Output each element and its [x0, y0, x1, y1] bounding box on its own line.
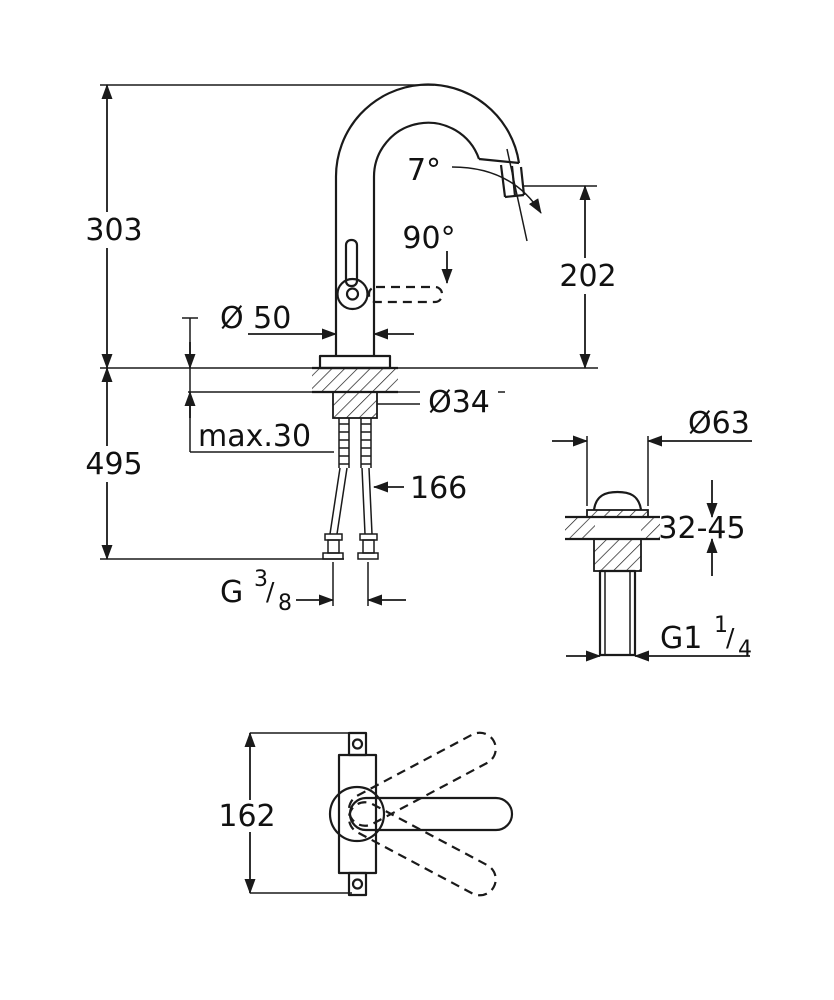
lever-solid: [348, 796, 514, 832]
g114-denominator: 4: [738, 637, 752, 662]
dimension-labels: 303 495 202 7° 90° Ø 50 Ø34 max.30 166 G…: [85, 153, 752, 834]
dia-34-label: Ø34: [428, 385, 490, 420]
hose-connector-left: [322, 533, 344, 560]
g38-prefix: G: [220, 575, 243, 610]
dim-max30-line: [182, 317, 198, 452]
g114-slash: /: [726, 623, 735, 652]
hose-connector-right: [357, 533, 379, 560]
dim-166-label: 166: [410, 471, 467, 506]
deck-hatch: [312, 368, 398, 392]
handle-hub-pin: [345, 287, 360, 301]
handle-lever-rotated-dashed: [367, 285, 444, 304]
dim-303-label: 303: [85, 213, 142, 248]
angle-7-label: 7°: [407, 153, 441, 188]
bottom-tab: [347, 871, 368, 897]
waste-set-view: [565, 490, 718, 657]
g38-denominator: 8: [278, 591, 292, 616]
g114-prefix: G1: [660, 621, 702, 656]
g114-thread-label: G1 1 / 4: [660, 613, 752, 662]
g38-thread-label: G 3 / 8: [220, 567, 292, 616]
ext-g38: [332, 562, 369, 606]
stud-threads: [339, 423, 371, 465]
spout-nozzle: [499, 164, 526, 199]
top-view-body: [337, 753, 378, 875]
mounting-nut: [332, 391, 378, 419]
label-backgrounds: [82, 212, 748, 832]
drain-deck-hatch-left: [565, 517, 595, 539]
drain-tailpipe-walls: [604, 571, 631, 655]
spout-end-face: [478, 157, 520, 165]
angle-7-arc-arrow: [451, 166, 542, 214]
faucet-top-view: [328, 731, 514, 897]
drain-tailpipe: [598, 569, 637, 657]
dim-495-label: 495: [85, 447, 142, 482]
handle-base-circle: [328, 785, 386, 843]
top-tab: [347, 731, 368, 757]
base-flange: [318, 354, 392, 370]
g38-slash: /: [266, 577, 275, 606]
lever-swing-down-dashed: [347, 801, 497, 897]
spout-inner-arc: [372, 121, 481, 178]
angle-90-label: 90°: [402, 221, 455, 256]
dia-63-label: Ø63: [688, 406, 750, 441]
stream-axis-line: [506, 148, 528, 242]
supply-hoses: [329, 467, 373, 535]
bottom-tab-screw: [351, 878, 364, 890]
faucet-body: [334, 177, 376, 356]
ext-162: [250, 732, 352, 894]
top-tab-screw: [351, 738, 364, 750]
dia-50-label: Ø 50: [220, 301, 291, 336]
drain-nut: [593, 538, 642, 572]
g38-numerator: 3: [254, 567, 268, 592]
ext-dia63: [586, 436, 649, 506]
faucet-front-view: [100, 83, 598, 560]
dim-162-label: 162: [218, 799, 275, 834]
g114-numerator: 1: [714, 613, 728, 638]
handle-hub: [336, 277, 369, 311]
max-30-label: max.30: [198, 419, 311, 454]
threaded-studs: [338, 418, 372, 468]
popup-dome: [592, 490, 643, 511]
dim-202-label: 202: [559, 259, 616, 294]
dim-3245-label: 32-45: [658, 511, 745, 546]
lever-swing-up-dashed: [347, 731, 497, 827]
handle-lever-up: [344, 238, 359, 288]
